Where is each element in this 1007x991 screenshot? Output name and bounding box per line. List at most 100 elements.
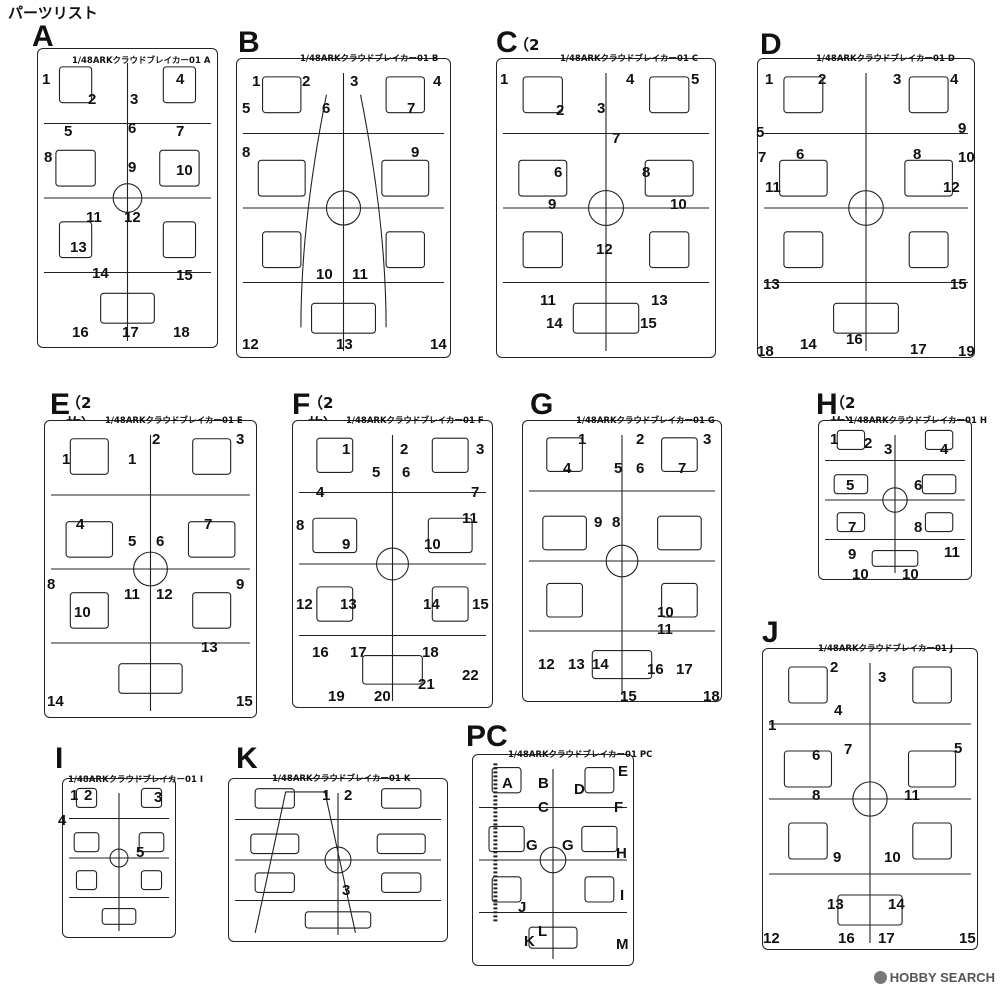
part-outline: [316, 586, 354, 622]
part-outline: [101, 908, 137, 925]
part-outline: [187, 521, 236, 558]
runner-drawing: [769, 663, 971, 943]
part-number: 2: [556, 102, 565, 119]
part-number: 12: [124, 209, 141, 226]
part-outline: [262, 76, 302, 114]
part-number: 3: [878, 669, 887, 686]
part-number: 9: [342, 536, 351, 553]
part-outline: [908, 231, 949, 269]
part-number: 12: [156, 586, 173, 603]
part-number: 21: [418, 676, 435, 693]
part-outline: [381, 872, 422, 893]
runner-frame: [818, 420, 972, 580]
part-number: I: [620, 887, 625, 904]
runner-frame: [472, 754, 634, 966]
part-number: 9: [958, 120, 967, 137]
runner-letter: I: [55, 742, 64, 775]
part-number: 6: [812, 747, 821, 764]
part-number: 11: [462, 510, 478, 527]
part-number: 5: [64, 123, 73, 140]
part-number: 12: [296, 596, 313, 613]
part-outline: [528, 926, 578, 949]
part-outline: [661, 437, 698, 472]
part-number: 12: [943, 179, 960, 196]
part-number: 3: [350, 73, 359, 90]
part-number: 1: [830, 431, 839, 448]
part-number: 12: [596, 241, 613, 258]
part-outline: [488, 825, 525, 853]
part-outline: [381, 788, 422, 809]
part-number: 17: [878, 930, 895, 947]
part-outline: [254, 872, 295, 893]
part-number: 2: [830, 659, 839, 676]
part-outline: [312, 517, 358, 554]
part-number: 3: [884, 441, 893, 458]
part-number: 3: [130, 91, 139, 108]
part-number: 7: [407, 100, 416, 117]
stand-outline: [254, 791, 356, 934]
part-number: 10: [74, 604, 91, 621]
part-number: 5: [136, 844, 145, 861]
part-number: 11: [352, 266, 368, 283]
part-outline: [140, 787, 163, 808]
part-number: 5: [954, 740, 963, 757]
part-number: 6: [128, 120, 137, 137]
part-number: G: [562, 837, 574, 854]
part-outline: [522, 76, 563, 114]
part-number: 1: [322, 787, 331, 804]
part-number: 12: [763, 930, 780, 947]
part-outline: [118, 663, 183, 694]
part-number: 5: [756, 124, 765, 141]
part-number: 11: [124, 586, 140, 603]
part-number: 10: [902, 566, 919, 583]
part-outline: [431, 437, 469, 474]
runner-drawing: [529, 435, 715, 695]
part-number: 14: [47, 693, 64, 710]
part-number: 3: [342, 882, 351, 899]
part-outline: [788, 666, 828, 704]
part-number: C: [538, 799, 549, 816]
part-number: H: [616, 845, 627, 862]
part-number: 20: [374, 688, 391, 705]
part-number: 4: [940, 441, 949, 458]
part-number: 15: [176, 267, 193, 284]
runner-frame: [496, 58, 716, 358]
part-number: 2: [344, 787, 353, 804]
runner-drawing: [51, 435, 250, 711]
runner-label: 1/48ARKクラウドブレイカー01 C: [560, 54, 699, 64]
part-number: 18: [422, 644, 439, 661]
runner-letter: B: [238, 26, 260, 59]
part-outline: [921, 474, 957, 495]
part-number: 14: [592, 656, 609, 673]
part-outline: [904, 159, 953, 197]
part-outline: [162, 221, 197, 259]
part-number: 13: [763, 276, 780, 293]
part-number: 10: [670, 196, 687, 213]
part-outline: [837, 894, 903, 926]
part-number: 18: [703, 688, 720, 705]
part-outline: [833, 302, 899, 334]
runner-letter: C: [496, 26, 518, 59]
wing-outline-left: [300, 94, 327, 328]
part-outline: [836, 512, 866, 533]
part-outline: [836, 429, 866, 450]
part-number: 8: [914, 519, 923, 536]
part-number: 4: [316, 484, 325, 501]
part-outline: [661, 582, 698, 618]
part-number: 12: [242, 336, 259, 353]
part-outline: [385, 231, 425, 269]
part-number: 7: [204, 516, 213, 533]
part-outline: [783, 750, 833, 788]
part-number: 1: [252, 73, 261, 90]
part-number: 3: [597, 100, 606, 117]
part-number: 17: [350, 644, 367, 661]
runner-drawing: [243, 73, 444, 351]
part-number: 14: [888, 896, 905, 913]
runner-letter: E: [50, 388, 71, 421]
part-number: 8: [296, 517, 305, 534]
part-number: 4: [563, 460, 572, 477]
part-outline: [649, 231, 690, 269]
part-outline: [316, 437, 354, 474]
part-outline: [55, 149, 96, 187]
part-number: L: [538, 923, 548, 940]
